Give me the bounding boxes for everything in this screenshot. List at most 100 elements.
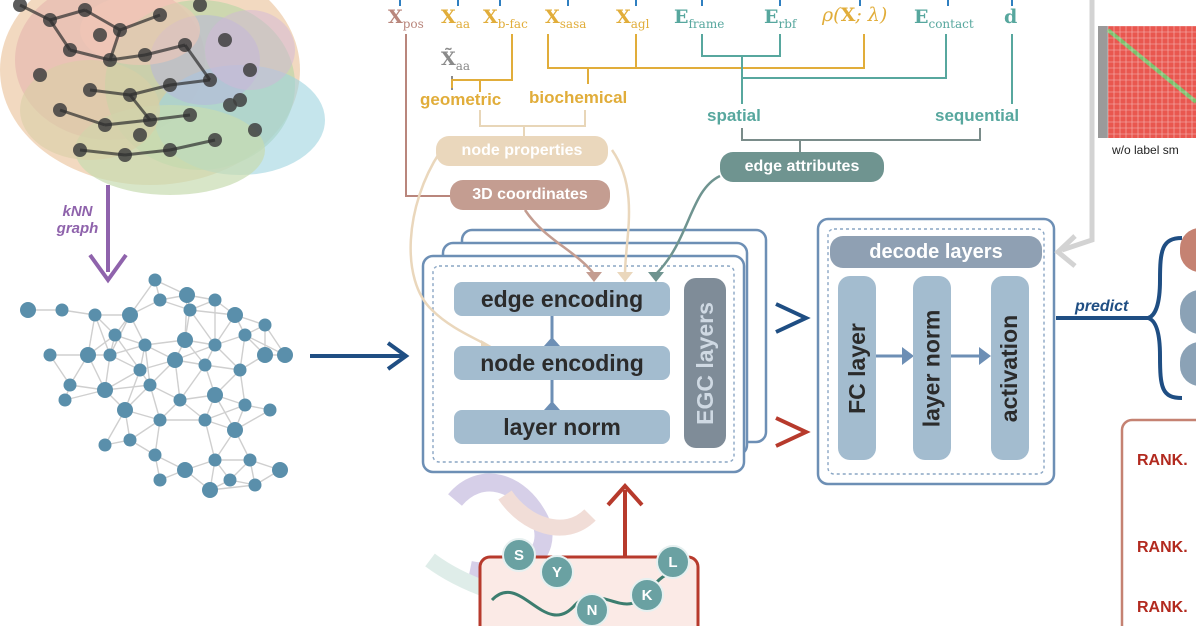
biochemical-bracket-b [636, 34, 865, 69]
graph-node [198, 413, 212, 427]
surface-bond [59, 108, 106, 127]
predict-brace [1140, 236, 1183, 400]
graph-node [173, 393, 187, 407]
rank-label-1: RANK. [1137, 452, 1188, 469]
activation-box: activation [991, 276, 1029, 460]
surface-bond [89, 88, 131, 97]
surface-bond [169, 138, 216, 152]
feature-x-bfac: Xb-fac [483, 6, 528, 31]
graph-node [177, 462, 193, 478]
graph-node [227, 307, 243, 323]
graph-node [80, 347, 96, 363]
surface-bond [109, 53, 146, 62]
decode-layers-pill: decode layers [830, 236, 1042, 268]
heatmap-grid [1107, 25, 1196, 138]
graph-node [238, 398, 252, 412]
graph-edge [204, 404, 246, 421]
surface-bond [69, 48, 111, 62]
surface-bond [149, 113, 191, 122]
feature-x-aa: Xaa [441, 6, 471, 31]
spatial-bracket-a [701, 34, 781, 57]
surface-bond [124, 148, 171, 157]
feature-e-contact: Econtact [914, 6, 974, 31]
graph-node [148, 273, 162, 287]
graph-node [277, 347, 293, 363]
graph-nodes [20, 273, 293, 498]
nodeprops-to-edge-encoding [610, 149, 631, 275]
rank-label-3: RANK. [1137, 599, 1188, 616]
decoder-link-1-head [902, 347, 914, 365]
surface-ball [248, 123, 262, 137]
layer-norm-box: layer norm [454, 410, 670, 444]
graph-node [43, 348, 57, 362]
feature-d: d [1004, 6, 1018, 28]
feature-e-rbf: Erbf [764, 6, 797, 31]
surface-bond [108, 29, 122, 61]
sequential-label: sequential [935, 106, 1020, 125]
decoder-layer-norm-box: layer norm [913, 276, 951, 460]
egc-to-decoder-blue-arrow [775, 302, 811, 334]
egc-link-2-head [544, 401, 560, 410]
graph-node [263, 403, 277, 417]
graph-node [248, 478, 262, 492]
surface-bond [169, 78, 211, 87]
predict-label: predict [1075, 298, 1129, 315]
rank-box [1120, 418, 1196, 626]
graph-node [257, 347, 273, 363]
graph-node [143, 378, 157, 392]
surface-bond [48, 19, 72, 51]
graph-node [223, 473, 237, 487]
graph-node [208, 293, 222, 307]
surface-bond [128, 94, 152, 121]
node-properties-pill: node properties [436, 136, 608, 166]
surface-ball [93, 28, 107, 42]
feature-x-aa-tilde: X̃aa [441, 48, 471, 73]
graph-node [98, 438, 112, 452]
protein-surface [0, 0, 325, 195]
feature-x-agl: Xagl [616, 6, 650, 31]
feature-x-sasa: Xsasa [545, 6, 587, 31]
graph-node [208, 453, 222, 467]
egc-to-decoder-red-arrow [775, 416, 811, 448]
surface-bond [49, 8, 86, 22]
graph-node [153, 293, 167, 307]
surface-ball [233, 93, 247, 107]
xpos-connector [405, 34, 450, 197]
egc-layers-title: EGC layers [684, 278, 726, 448]
surface-bond [183, 44, 212, 81]
graph-node [153, 413, 167, 427]
rank-label-2: RANK. [1137, 539, 1188, 556]
heatmap-caption: w/o label sm [1112, 143, 1179, 157]
node-encoding-box: node encoding [454, 346, 670, 380]
surface-bond [84, 8, 121, 32]
graph-edge [179, 364, 206, 401]
surface-ball [133, 128, 147, 142]
surface-bond [19, 3, 51, 22]
graph-node [123, 433, 137, 447]
feature-x-pos: Xpos [388, 6, 424, 31]
graph-node [183, 303, 197, 317]
spatial-label: spatial [707, 106, 761, 125]
graph-node [258, 318, 272, 332]
graph-node [167, 352, 183, 368]
nodeprops-to-node-encoding [409, 151, 489, 348]
graph-node [272, 462, 288, 478]
graph-node [133, 363, 147, 377]
surface-bond [129, 83, 171, 97]
graph-node [227, 422, 243, 438]
biochemical-bracket-a [547, 34, 637, 69]
surface-ball-group [13, 0, 262, 162]
edgeattr-to-edge-encoding [655, 174, 721, 275]
surface-bond [79, 148, 126, 157]
residue-l: L [656, 545, 690, 579]
residue-k: K [630, 578, 664, 612]
feature-tick-marks [399, 0, 1013, 6]
label-smoothing-arrowhead [1054, 234, 1077, 268]
3d-coordinates-pill: 3D coordinates [450, 180, 610, 210]
graph-node [198, 358, 212, 372]
graph-node [208, 338, 222, 352]
graph-node [238, 328, 252, 342]
coords-to-edge-encoding [523, 209, 595, 275]
graph-edge [94, 314, 111, 356]
